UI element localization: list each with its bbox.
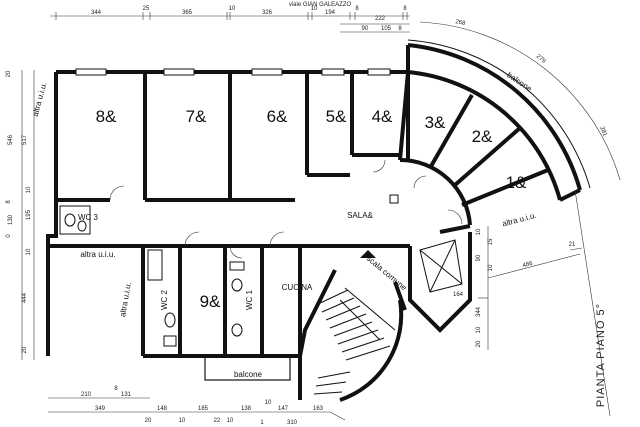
balcone-top-label: balcone: [505, 70, 534, 93]
dim-right-15: 15: [488, 238, 494, 245]
dim-top-194: 194: [325, 10, 336, 16]
altra-uiu-left-bottom: altra u.i.u.: [118, 281, 133, 317]
dim-top-326: 326: [262, 10, 273, 16]
wc3-label: WC 3: [78, 213, 99, 222]
dim-right-10: 10: [476, 228, 482, 235]
windows-top: [75, 68, 391, 76]
column-marker: [389, 194, 399, 204]
dim-left-20b: 20: [22, 346, 28, 353]
altra-uiu-right: altra u.i.u.: [501, 211, 537, 229]
altra-uiu-left-mid: altra u.i.u.: [80, 250, 115, 259]
dim-bottom-10c: 10: [265, 400, 272, 406]
top-dimension-lines: [50, 12, 410, 33]
room-label-4: 4&: [372, 107, 393, 126]
dim-bottom-1: 1: [260, 420, 264, 426]
wc1-label: WC 1: [245, 289, 254, 310]
room-label-3: 3&: [425, 113, 446, 132]
wc2-label: WC 2: [160, 289, 169, 310]
dim-left-10b: 10: [26, 248, 32, 255]
dim-right-20: 20: [476, 340, 482, 347]
dim-right-21: 21: [569, 242, 576, 248]
dim-right-10b: 10: [488, 264, 494, 271]
room-label-1: 1&: [506, 173, 527, 192]
dim-bottom-8: 8: [114, 386, 118, 392]
sala-label: SALA&: [347, 211, 373, 220]
bottom-dimension-lines: [48, 397, 346, 421]
arc-dimension-line: [419, 21, 621, 181]
cucina-label: CUCINA: [282, 283, 313, 292]
dim-top-281: 281: [598, 126, 608, 138]
dim-bottom-147: 147: [278, 406, 289, 412]
stair-treads: [313, 287, 396, 395]
dim-right-486: 486: [522, 261, 534, 270]
right-dimension-lines: [478, 189, 611, 417]
dim-top-268: 268: [455, 19, 467, 27]
dim-left-8: 8: [6, 200, 12, 204]
dim-left-0: 0: [6, 234, 12, 238]
dim-bottom-210: 210: [81, 392, 92, 398]
dim-bottom-138: 138: [241, 406, 252, 412]
room-label-2: 2&: [472, 127, 493, 146]
room-label-9: 9&: [200, 292, 221, 311]
dim-top-8a: 8: [355, 6, 359, 12]
wc-fixtures: [59, 205, 245, 347]
dim-right-344: 344: [476, 306, 482, 317]
piano-label: PIANTA PIANO 5°: [595, 303, 607, 407]
dim-left-130: 130: [8, 214, 14, 225]
room-labels: 8& 7& 6& 5& 4& 3& 2& 1& 9&: [96, 107, 527, 311]
dim-left-10: 10: [26, 186, 32, 193]
altra-uiu-left-top: altra u.i.u.: [31, 81, 49, 117]
dim-left-517: 517: [22, 134, 28, 145]
left-dimension-texts: 20 517 546 10 8 195 130 0 10 444 20: [6, 70, 32, 353]
dim-top-105: 105: [381, 26, 392, 32]
doors: [109, 159, 463, 259]
dim-bottom-349: 349: [95, 406, 106, 412]
left-dimension-lines: [21, 70, 35, 360]
dim-bottom-148: 148: [157, 406, 168, 412]
dim-top-365: 365: [182, 10, 193, 16]
dim-bottom-20: 20: [145, 418, 152, 424]
room-label-6: 6&: [267, 107, 288, 126]
top-dimension-texts: 344 25 365 10 326 10 194 8 222 8 90 105 …: [91, 6, 608, 138]
dim-left-195: 195: [26, 209, 32, 220]
north-arrow-icon: [360, 250, 376, 258]
dim-top-222: 222: [375, 16, 386, 22]
dim-top-8b: 8: [403, 6, 407, 12]
dim-top-25: 25: [143, 6, 150, 12]
dim-left-546: 546: [8, 134, 14, 145]
balcone-bottom: [204, 355, 291, 381]
balcone-curved: [407, 39, 591, 189]
dim-bottom-131: 131: [121, 392, 132, 398]
street-name: viale GIAN GALEAZZO: [289, 2, 352, 8]
dim-bottom-22: 22: [214, 418, 221, 424]
dim-right-164: 164: [453, 292, 464, 298]
dim-left-444: 444: [22, 292, 28, 303]
dim-right-10c: 10: [476, 326, 482, 333]
room-label-7: 7&: [186, 107, 207, 126]
scala-comune-label: scala comune: [365, 254, 409, 293]
balcone-bottom-label: balcone: [234, 370, 263, 379]
dim-bottom-10b: 10: [227, 418, 234, 424]
dim-bottom-310: 310: [287, 420, 298, 426]
dim-right-90: 90: [476, 254, 482, 261]
dim-top-10b: 10: [311, 6, 318, 12]
dim-bottom-163: 163: [313, 406, 324, 412]
room-label-8: 8&: [96, 107, 117, 126]
right-dimension-texts: 10 15 90 10 21 486 164 344 10 20: [453, 228, 576, 347]
dim-bottom-10a: 10: [179, 418, 186, 424]
room-label-5: 5&: [326, 107, 347, 126]
dim-top-8c: 8: [398, 26, 402, 32]
dim-top-10a: 10: [229, 6, 236, 12]
dim-bottom-185: 185: [198, 406, 209, 412]
dim-left-20a: 20: [6, 70, 12, 77]
dim-top-90: 90: [362, 26, 369, 32]
dim-top-279: 279: [535, 54, 547, 65]
dim-top-344: 344: [91, 10, 102, 16]
walls: [46, 43, 582, 402]
bottom-dimension-texts: 210 8 131 349 20 148 10 185 22 10 138 10…: [81, 386, 324, 426]
area-labels: SALA& CUCINA balcone balcone scala comun…: [31, 70, 607, 407]
